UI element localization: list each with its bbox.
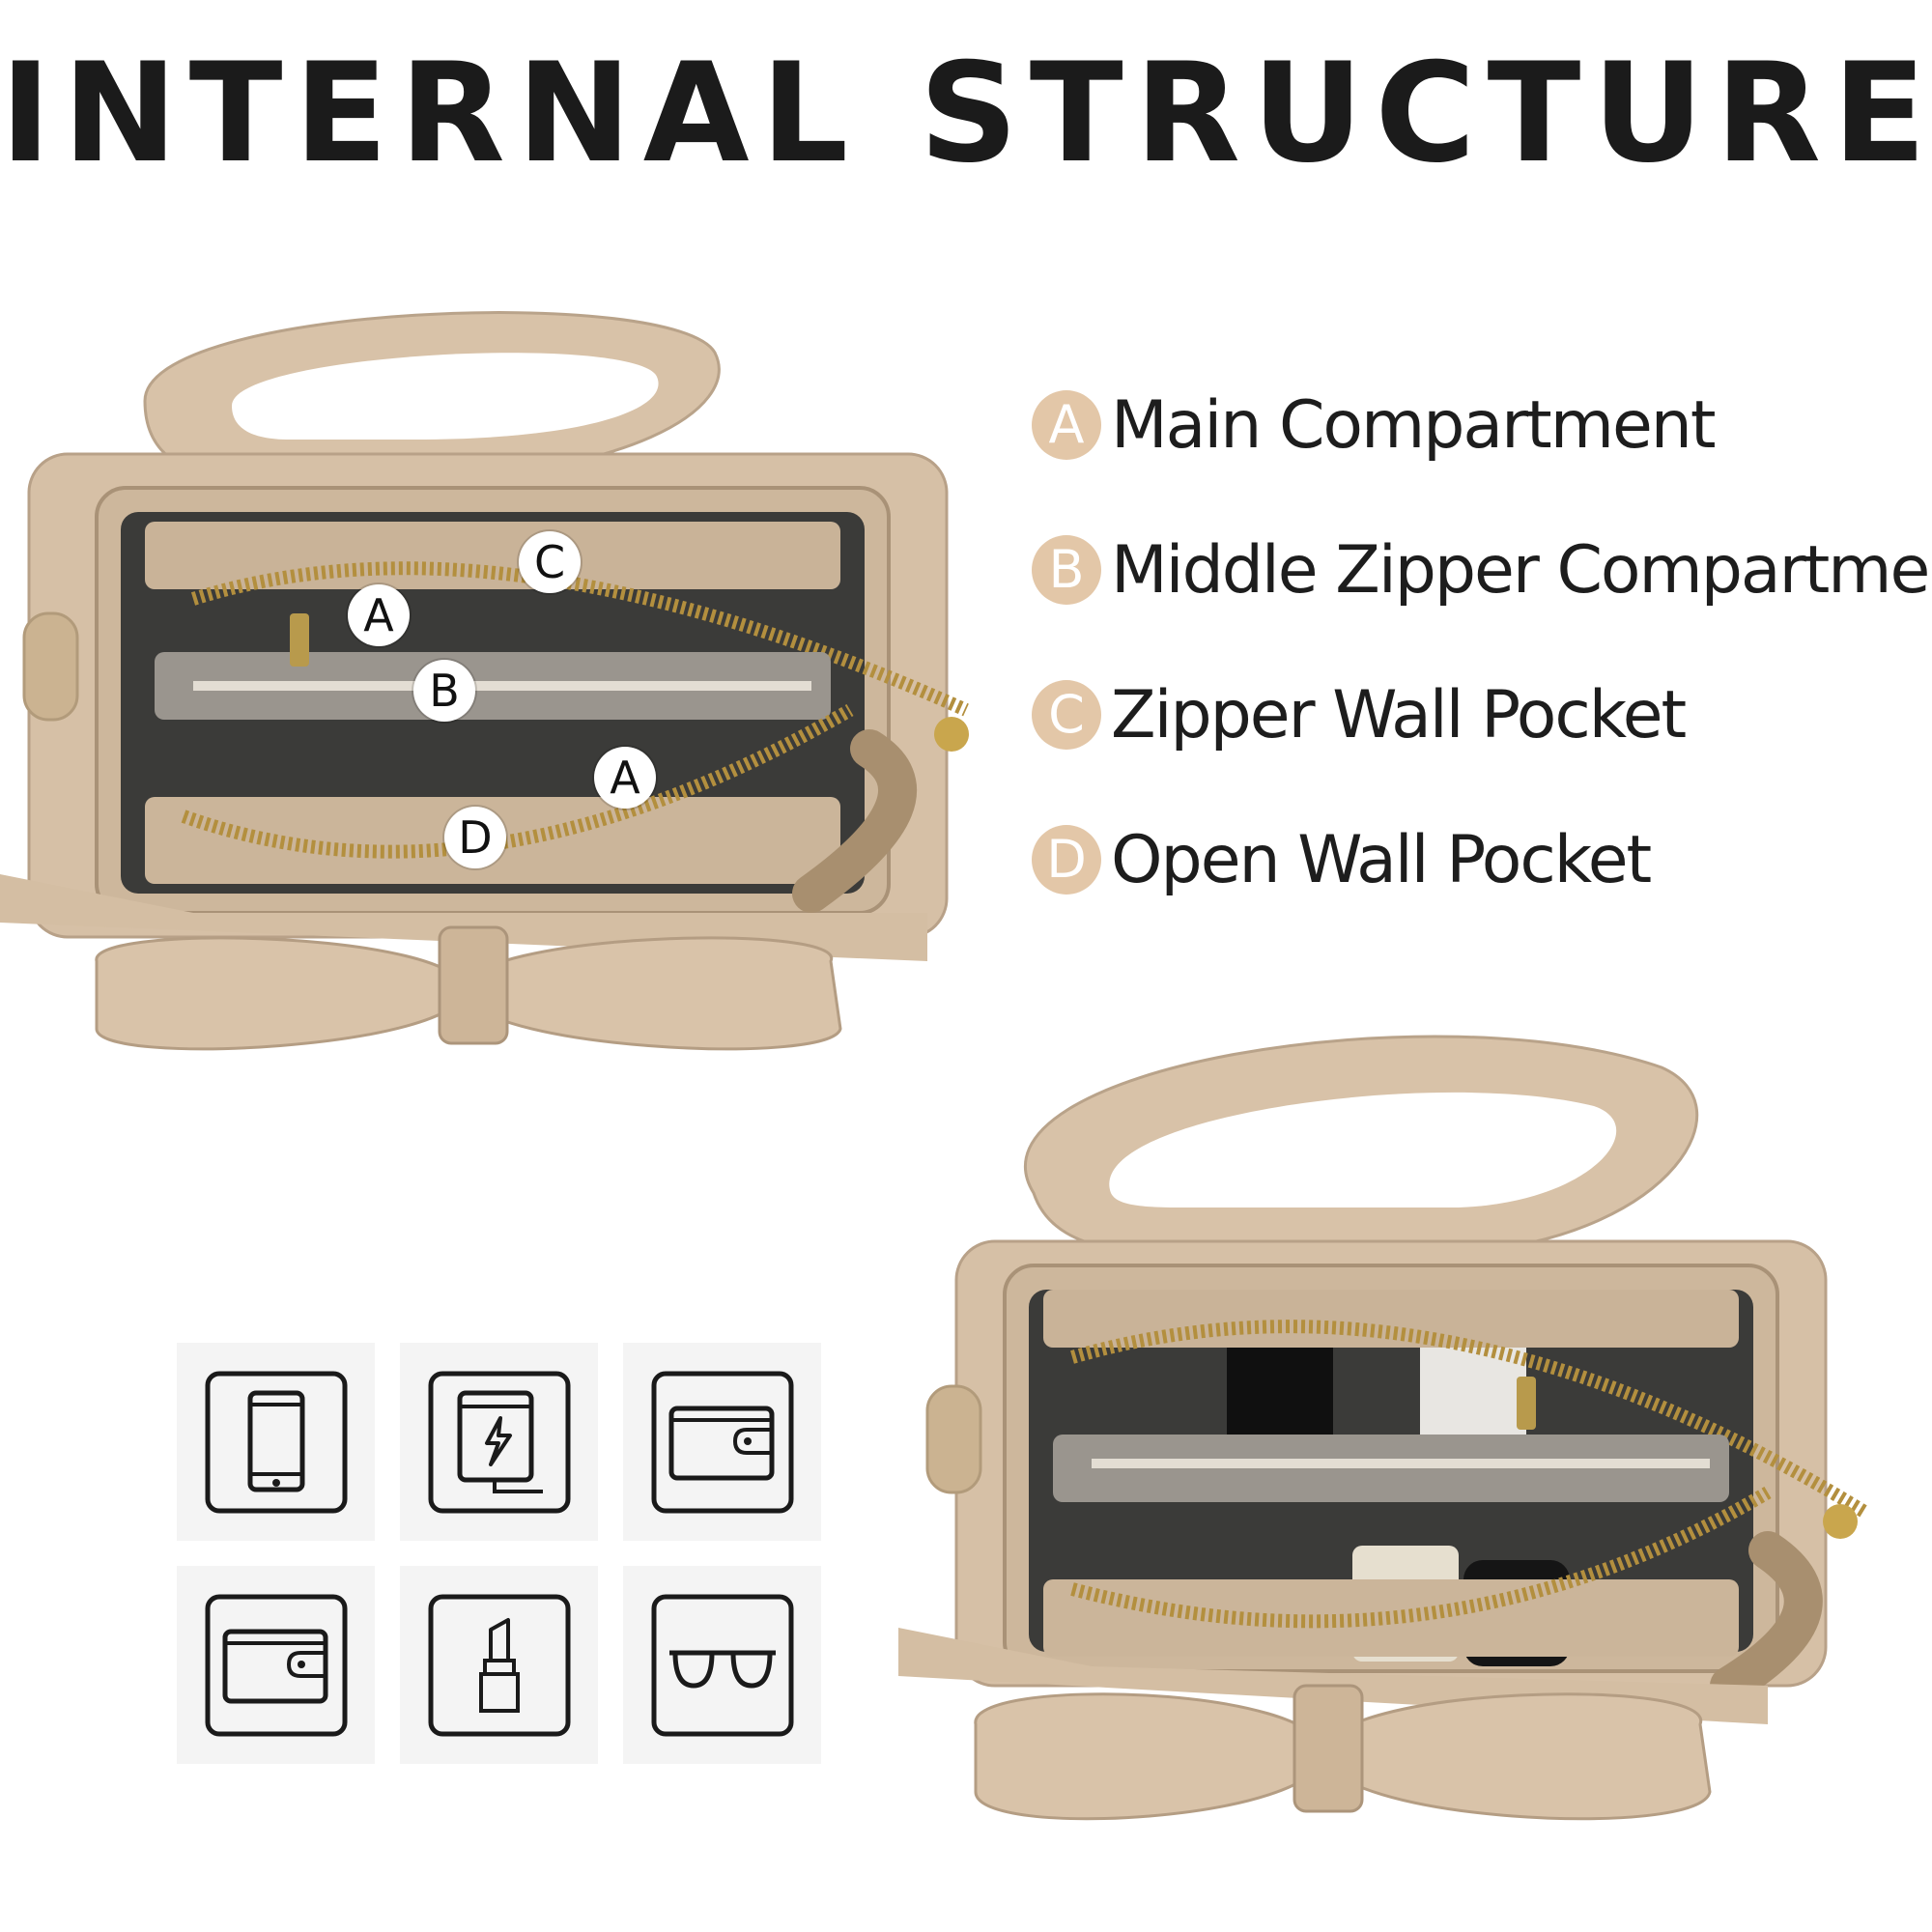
- wallet-tile: [623, 1343, 821, 1541]
- lipstick-icon: [428, 1594, 570, 1736]
- legend-item-open-wall-pocket: D Open Wall Pocket: [1032, 807, 1652, 913]
- power-bank-icon: [428, 1371, 570, 1513]
- bag-photo-filled: [898, 1009, 1874, 1840]
- legend-badge: B: [1032, 535, 1101, 605]
- photo-marker-a: A: [594, 747, 656, 809]
- photo-marker-b: B: [413, 660, 475, 722]
- legend-item-middle-zipper-compartment: B Middle Zipper Compartment: [1032, 517, 1932, 623]
- legend-badge: C: [1032, 680, 1101, 750]
- bag-photo-annotated: C A B A D: [0, 295, 1005, 1067]
- page-title: INTERNAL STRUCTURE: [0, 34, 1932, 193]
- power-bank-tile: [400, 1343, 598, 1541]
- lipstick-tile: [400, 1566, 598, 1764]
- legend-label: Middle Zipper Compartment: [1111, 531, 1932, 609]
- wallet-icon: [651, 1371, 793, 1513]
- photo-marker-c: C: [519, 531, 581, 593]
- legend-label: Zipper Wall Pocket: [1111, 676, 1687, 753]
- legend-badge: D: [1032, 825, 1101, 895]
- card-wallet-tile: [177, 1566, 375, 1764]
- legend-item-main-compartment: A Main Compartment: [1032, 372, 1717, 478]
- bag-illustration-bottom: [898, 1035, 1868, 1821]
- sunglasses-tile: [623, 1566, 821, 1764]
- legend-label: Open Wall Pocket: [1111, 821, 1652, 898]
- legend-badge: A: [1032, 390, 1101, 460]
- sunglasses-icon: [651, 1594, 793, 1736]
- phone-tile: [177, 1343, 375, 1541]
- bag-illustration-top: [0, 311, 969, 1051]
- phone-icon: [205, 1371, 347, 1513]
- card-wallet-icon: [205, 1594, 347, 1736]
- legend-item-zipper-wall-pocket: C Zipper Wall Pocket: [1032, 662, 1687, 768]
- photo-marker-d: D: [444, 807, 506, 868]
- legend-label: Main Compartment: [1111, 386, 1717, 464]
- photo-marker-a: A: [348, 584, 410, 646]
